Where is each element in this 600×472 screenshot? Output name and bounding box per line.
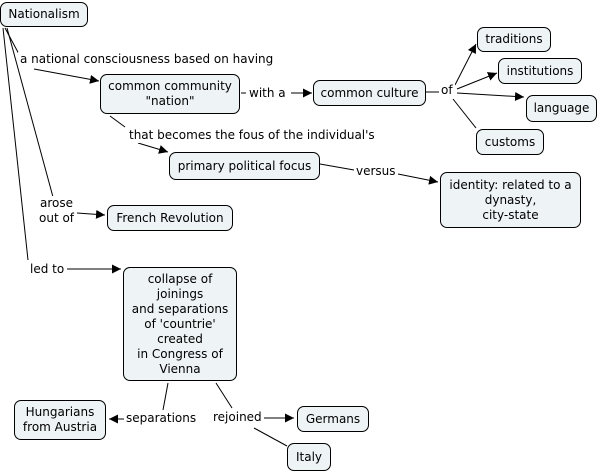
edge-consciousness-to-community	[33, 68, 100, 84]
edge-rejoined-to-italy	[253, 427, 288, 447]
link-led-to: led to	[28, 262, 67, 277]
node-traditions[interactable]: traditions	[477, 27, 551, 52]
edge-nationalism-to-arose	[6, 27, 54, 198]
link-of: of	[439, 83, 455, 98]
node-customs[interactable]: customs	[476, 129, 544, 155]
node-primary-political-focus[interactable]: primary political focus	[169, 152, 320, 180]
node-nationalism[interactable]: Nationalism	[0, 2, 88, 27]
link-arose-out-of: arose out of	[37, 196, 77, 226]
link-rejoined: rejoined	[211, 410, 264, 425]
edge-of-to-language	[456, 91, 525, 101]
node-germans[interactable]: Germans	[297, 406, 369, 432]
link-becomes-focus: that becomes the fous of the individual'…	[127, 128, 377, 143]
edge-becomes-to-primary	[137, 142, 169, 154]
node-common-community[interactable]: common community "nation"	[100, 74, 240, 114]
edge-of-to-customs	[452, 98, 477, 129]
node-collapse[interactable]: collapse of joinings and separations of …	[123, 267, 237, 381]
node-french-revolution[interactable]: French Revolution	[107, 205, 233, 231]
edge-primary-to-versus	[319, 163, 355, 171]
node-common-culture[interactable]: common culture	[313, 80, 426, 106]
link-separations: separations	[124, 411, 199, 426]
edge-collapse-to-separations	[162, 382, 169, 411]
edge-versus-to-identity	[397, 173, 439, 185]
node-italy[interactable]: Italy	[287, 443, 331, 471]
node-hungarians[interactable]: Hungarians from Austria	[14, 400, 106, 440]
node-identity[interactable]: identity: related to a dynasty, city-sta…	[440, 172, 581, 228]
edge-community-to-becomes	[109, 115, 126, 128]
edge-collapse-to-rejoined	[215, 382, 233, 409]
edge-nationalism-to-consciousness	[4, 27, 21, 57]
edge-arose-to-french	[76, 209, 106, 219]
edge-of-to-traditions	[454, 43, 477, 86]
edge-nationalism-to-ledto	[2, 27, 29, 261]
node-institutions[interactable]: institutions	[498, 58, 582, 84]
node-language[interactable]: language	[526, 95, 597, 122]
edge-of-to-institutions	[456, 72, 498, 90]
link-versus: versus	[354, 164, 398, 179]
link-with-a: with a	[247, 86, 288, 101]
link-national-consciousness: a national consciousness based on having	[18, 52, 276, 67]
